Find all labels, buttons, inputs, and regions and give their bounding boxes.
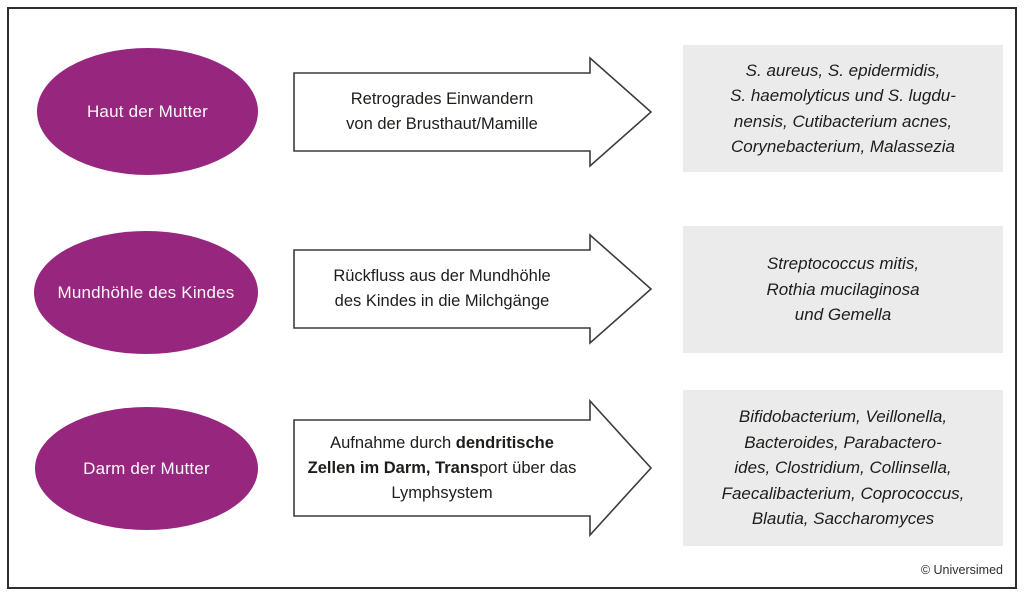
text-line: Streptococcus mitis, xyxy=(766,254,920,274)
text-line: Retrogrades Einwandern xyxy=(350,90,534,108)
text-line: Bifidobacterium, Veillonella, xyxy=(738,407,948,427)
text-line: S. haemolyticus und S. lugdu- xyxy=(730,86,956,105)
text-line: nensis, Cutibacterium acnes, xyxy=(733,111,953,131)
organisms-box-row1: S. aureus, S. epidermidis, S. haemolytic… xyxy=(683,45,1003,172)
text-line: Aufnahme durch dendritische xyxy=(330,433,554,452)
source-label: Haut der Mutter xyxy=(86,101,209,121)
organisms-box-row2: Streptococcus mitis, Rothia mucilaginosa… xyxy=(683,226,1003,353)
text-line: und Gemella xyxy=(794,305,892,325)
source-ellipse-haut-der-mutter: Haut der Mutter xyxy=(37,48,258,175)
organisms-box-row3: Bifidobacterium, Veillonella, Bacteroide… xyxy=(683,390,1003,546)
text-line: Rückfluss aus der Mundhöhle xyxy=(333,267,551,285)
source-label: Mundhöhle des Kindes xyxy=(57,282,235,302)
arrow-shape xyxy=(293,56,653,168)
source-label: Darm der Mutter xyxy=(83,458,210,478)
mechanism-text: Aufnahme durch dendritische Zellen im Da… xyxy=(295,420,589,516)
text-line: Faecalibacterium, Coprococcus, xyxy=(721,483,965,503)
text-line: von der Brusthaut/Mamille xyxy=(346,115,538,133)
copyright-credit: © Universimed xyxy=(920,563,1003,577)
text-line: des Kindes in die Milchgänge xyxy=(334,292,550,310)
arrow-shape xyxy=(293,233,653,345)
source-ellipse-mundhoehle-des-kindes: Mundhöhle des Kindes xyxy=(34,231,258,354)
mechanism-arrow-row1: Retrogrades Einwandern von der Brusthaut… xyxy=(293,56,653,168)
text-line: S. aureus, S. epidermidis, xyxy=(745,60,941,80)
mechanism-arrow-row3: Aufnahme durch dendritische Zellen im Da… xyxy=(293,398,653,538)
source-ellipse-darm-der-mutter: Darm der Mutter xyxy=(35,407,258,530)
mechanism-text: Rückfluss aus der Mundhöhle des Kindes i… xyxy=(295,250,589,328)
mechanism-text: Retrogrades Einwandern von der Brusthaut… xyxy=(295,73,589,151)
text-line: Zellen im Darm, Transport über das xyxy=(307,458,577,477)
text-line: Blautia, Saccharomyces xyxy=(751,509,935,529)
text-line: Bacteroides, Parabactero- xyxy=(744,432,942,452)
text-line: ides, Clostridium, Collinsella, xyxy=(734,458,952,478)
text-line: Corynebacterium, Malassezia xyxy=(731,137,955,156)
text-line: Lymphsystem xyxy=(391,483,493,502)
arrow-shape xyxy=(293,398,653,538)
mechanism-arrow-row2: Rückfluss aus der Mundhöhle des Kindes i… xyxy=(293,233,653,345)
text-line: Rothia mucilaginosa xyxy=(766,279,920,299)
